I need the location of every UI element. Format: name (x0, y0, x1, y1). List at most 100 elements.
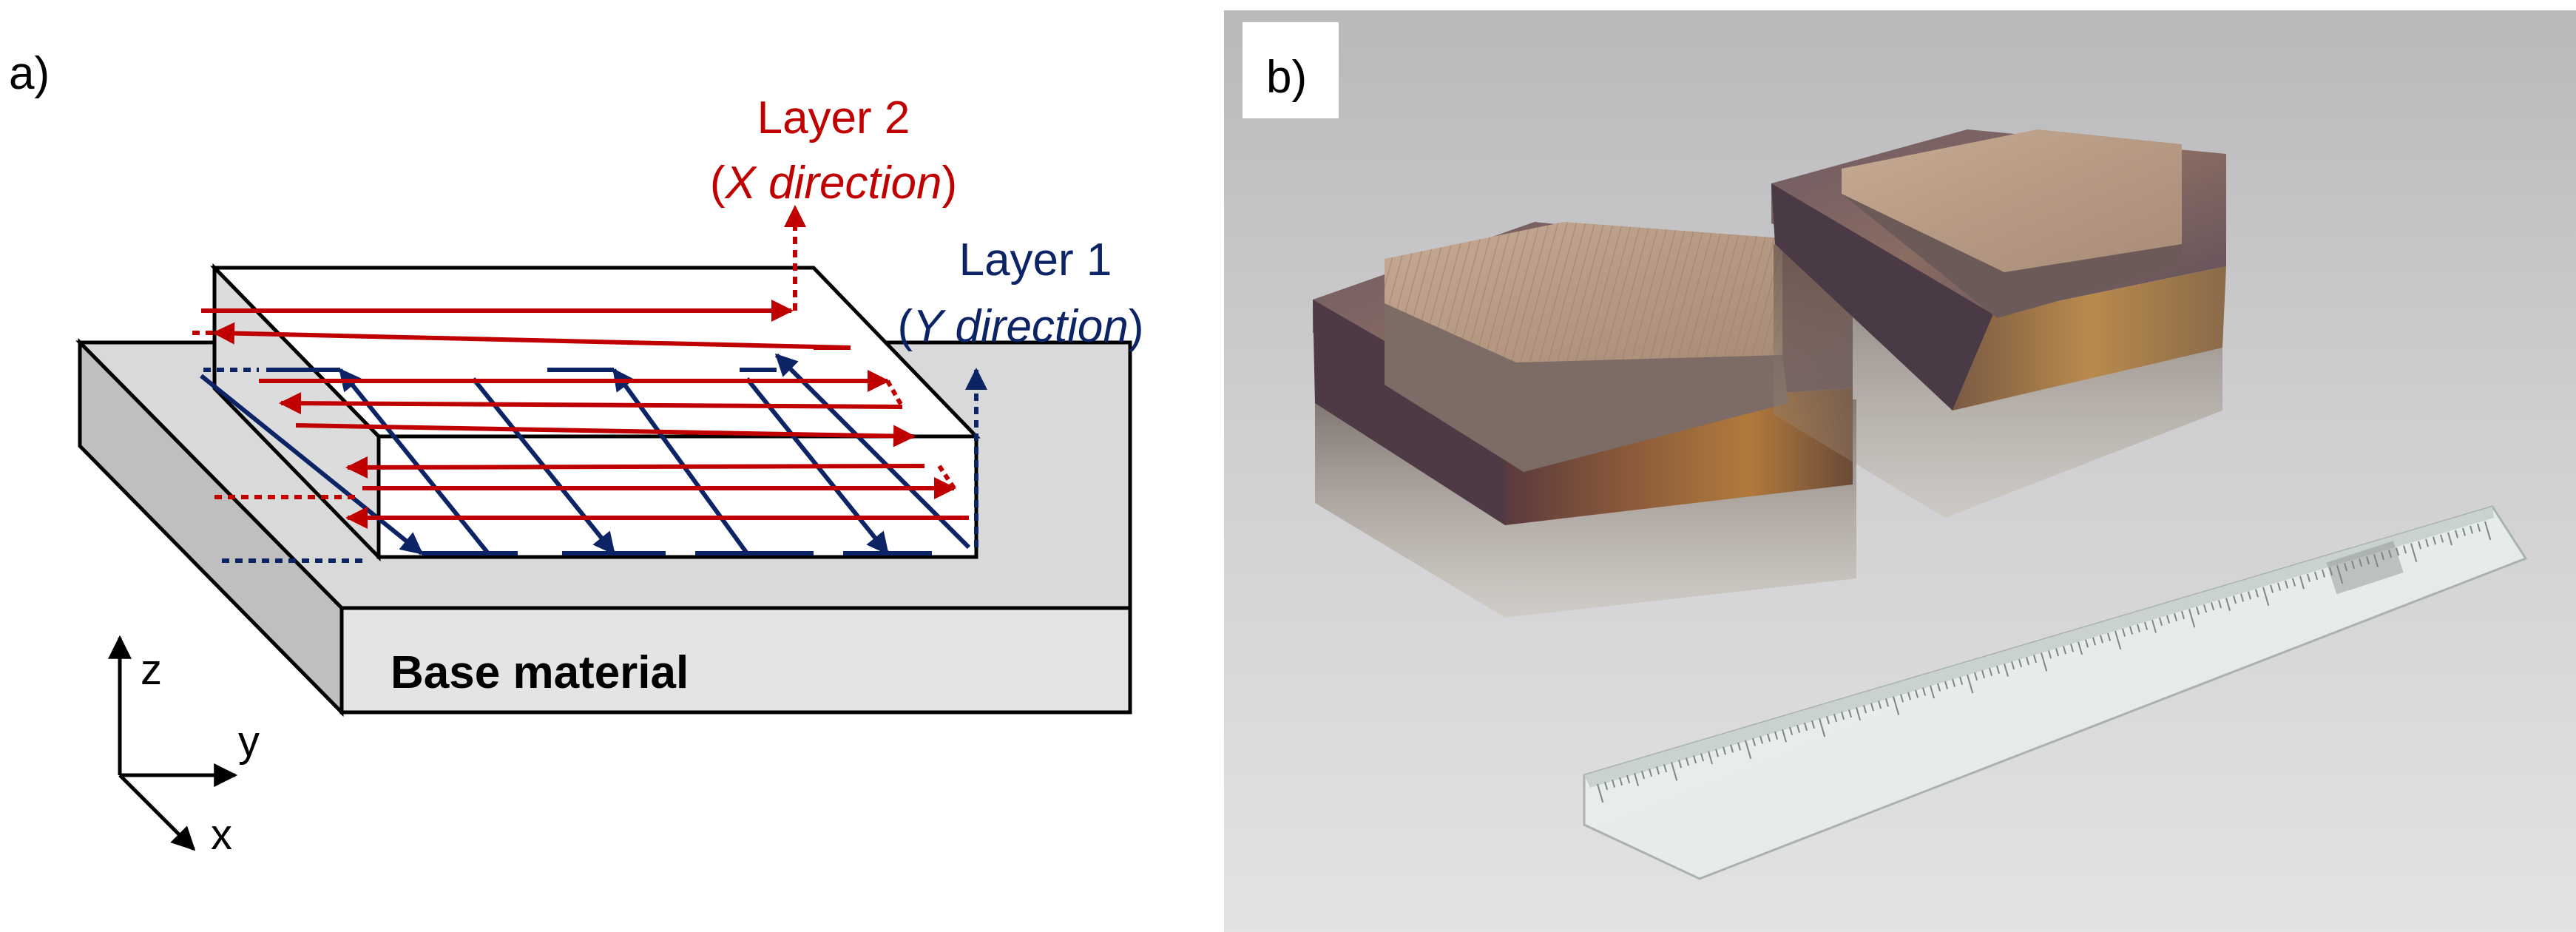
ruler-tick (1900, 694, 1904, 703)
ruler-tick (1841, 712, 1845, 720)
layer1-direction-line: (Y direction) (897, 301, 1143, 352)
ruler-tick (1634, 772, 1640, 786)
panel-a-label: a) (9, 48, 50, 99)
ruler-tick (1656, 766, 1660, 775)
z-axis-label: z (141, 646, 162, 694)
ruler-tick (2455, 530, 2459, 538)
ruler-tick (2151, 619, 2157, 633)
ruler-tick (1848, 709, 1853, 718)
layer1-track (338, 368, 490, 555)
ruler-tick (1700, 753, 1705, 762)
ruler-body (1583, 505, 2528, 880)
ruler-tick (1678, 760, 1683, 769)
ruler-tick (2048, 650, 2052, 659)
ruler-tick (1649, 769, 1653, 777)
ruler-tick (1774, 731, 1779, 740)
layer2-track (295, 423, 916, 448)
ruler-tick (1922, 687, 1927, 696)
ruler-tick (2166, 615, 2171, 624)
layer2-paren-open: ( (710, 158, 726, 209)
y-axis-label: y (238, 717, 260, 766)
ruler-tick (2469, 525, 2474, 534)
ruler-tick (2440, 534, 2444, 543)
ruler-tick (1878, 700, 1882, 709)
ruler-tick (1804, 722, 1808, 732)
ruler-tick (1959, 676, 1964, 685)
ruler-tick (1745, 740, 1752, 760)
panel-b-label: b) (1266, 52, 1307, 103)
ruler-tick (1952, 678, 1956, 687)
ruler-tick (2418, 541, 2422, 550)
ruler-tick (2218, 600, 2222, 609)
right-deposit-top (1842, 129, 2182, 272)
ruler-tick (2344, 562, 2348, 572)
ruler-tick (1974, 672, 1978, 681)
ruler-tick (2403, 545, 2407, 554)
ruler-tick (1811, 720, 1816, 729)
ruler-edge (1584, 507, 2494, 788)
ruler-tick (1641, 770, 1646, 780)
layer2-track (279, 392, 903, 415)
ruler-tick (2188, 609, 2196, 628)
ruler-tick (1715, 749, 1720, 757)
left-deposit-texture (1385, 222, 1782, 362)
ruler-tick (1782, 729, 1788, 743)
ruler-tick (2329, 567, 2333, 575)
ruler-tick (1826, 716, 1830, 725)
ruler-tick (1930, 685, 1936, 699)
right-plate-side-left (1771, 183, 1993, 411)
ruler-tick (2159, 617, 2163, 627)
left-plate-side-left (1313, 300, 1505, 525)
ruler-tick (2462, 527, 2467, 536)
layer2-return (937, 465, 956, 490)
ruler-tick (1863, 705, 1867, 714)
ruler-tick (1856, 707, 1862, 721)
layer2-direction-line: (X direction) (710, 158, 957, 209)
right-sample (1771, 129, 2226, 411)
ruler-tick (1612, 779, 1616, 788)
ruler-tick (2433, 536, 2437, 545)
ruler-tick (2063, 646, 2067, 655)
ruler-tick (1752, 737, 1757, 746)
ruler-tick (2270, 584, 2274, 593)
ruler-tick (2292, 578, 2296, 587)
ruler-tick (2322, 569, 2326, 578)
ruler-tick (2410, 543, 2418, 562)
ruler-tick (1915, 689, 1919, 698)
ruler-tick (2174, 612, 2178, 622)
layer1-label: Layer 1 (Y direction) (897, 234, 1143, 352)
left-deposit-side (1385, 303, 1788, 472)
panel-a: a) Base material (9, 48, 1144, 859)
ruler-tick (1819, 717, 1826, 737)
ruler-tick (2447, 532, 2453, 546)
ruler-tick (2262, 587, 2270, 606)
layer2-paren-close: ) (942, 158, 957, 209)
layer2-track (212, 322, 851, 350)
layer1-paren-open: ( (897, 301, 913, 352)
ruler-tick (1937, 683, 1941, 692)
ruler-tick (2359, 558, 2363, 567)
ruler-tick (2255, 589, 2259, 598)
ruler-tick (2388, 550, 2393, 558)
ruler-tick (2233, 595, 2237, 604)
ruler-tick (1996, 665, 2001, 675)
panel-b-label-box (1243, 22, 1339, 118)
ruler-tick (2011, 661, 2015, 670)
x-axis-arrow (118, 774, 196, 851)
ruler-tick (2004, 663, 2009, 677)
ruler-tick (1730, 744, 1734, 753)
ruler-tick (2366, 556, 2370, 565)
layer2-label: Layer 2 (X direction) (710, 92, 957, 209)
ruler-tick (2055, 648, 2060, 657)
layer1-direction: Y direction (913, 301, 1129, 352)
layer1-title: Layer 1 (959, 234, 1112, 286)
ruler-tick (2085, 639, 2089, 648)
ruler-tick (1789, 726, 1794, 735)
layer2-title: Layer 2 (757, 92, 910, 143)
base-front-face (339, 606, 1132, 715)
layer1-track (200, 374, 424, 556)
layer2-return (885, 379, 905, 408)
ruler-tick (2240, 593, 2245, 602)
ruler-tick (2070, 644, 2075, 652)
